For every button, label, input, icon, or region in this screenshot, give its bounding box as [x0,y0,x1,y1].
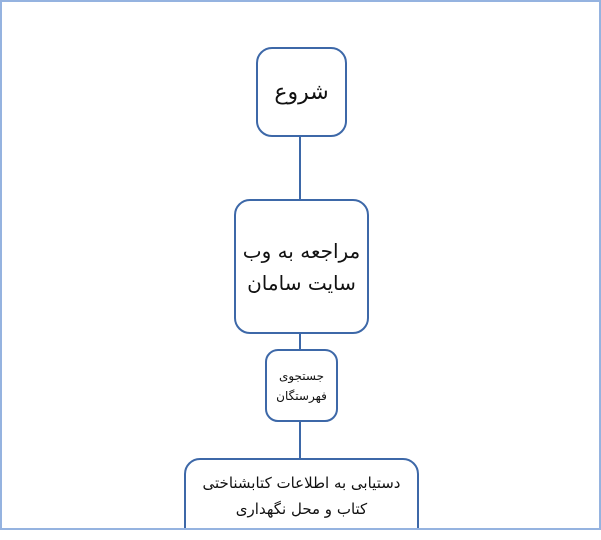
connector-start-to-visit [299,135,301,199]
node-access-bibliographic-info-label: دستیابی به اطلاعات کتابشناختی کتاب و محل… [202,474,401,518]
node-search-catalog: جستجوی فهرستگان [265,349,338,422]
node-visit-website: مراجعه به وب سایت سامان [234,199,369,334]
node-start: شروع [256,47,347,137]
node-access-bibliographic-info: دستیابی به اطلاعات کتابشناختی کتاب و محل… [184,458,419,528]
node-visit-website-label: مراجعه به وب سایت سامان [242,238,361,295]
connector-visit-to-search [299,332,301,349]
node-start-label: شروع [274,79,329,105]
node-search-catalog-label: جستجوی فهرستگان [276,368,327,403]
connector-search-to-access [299,420,301,458]
